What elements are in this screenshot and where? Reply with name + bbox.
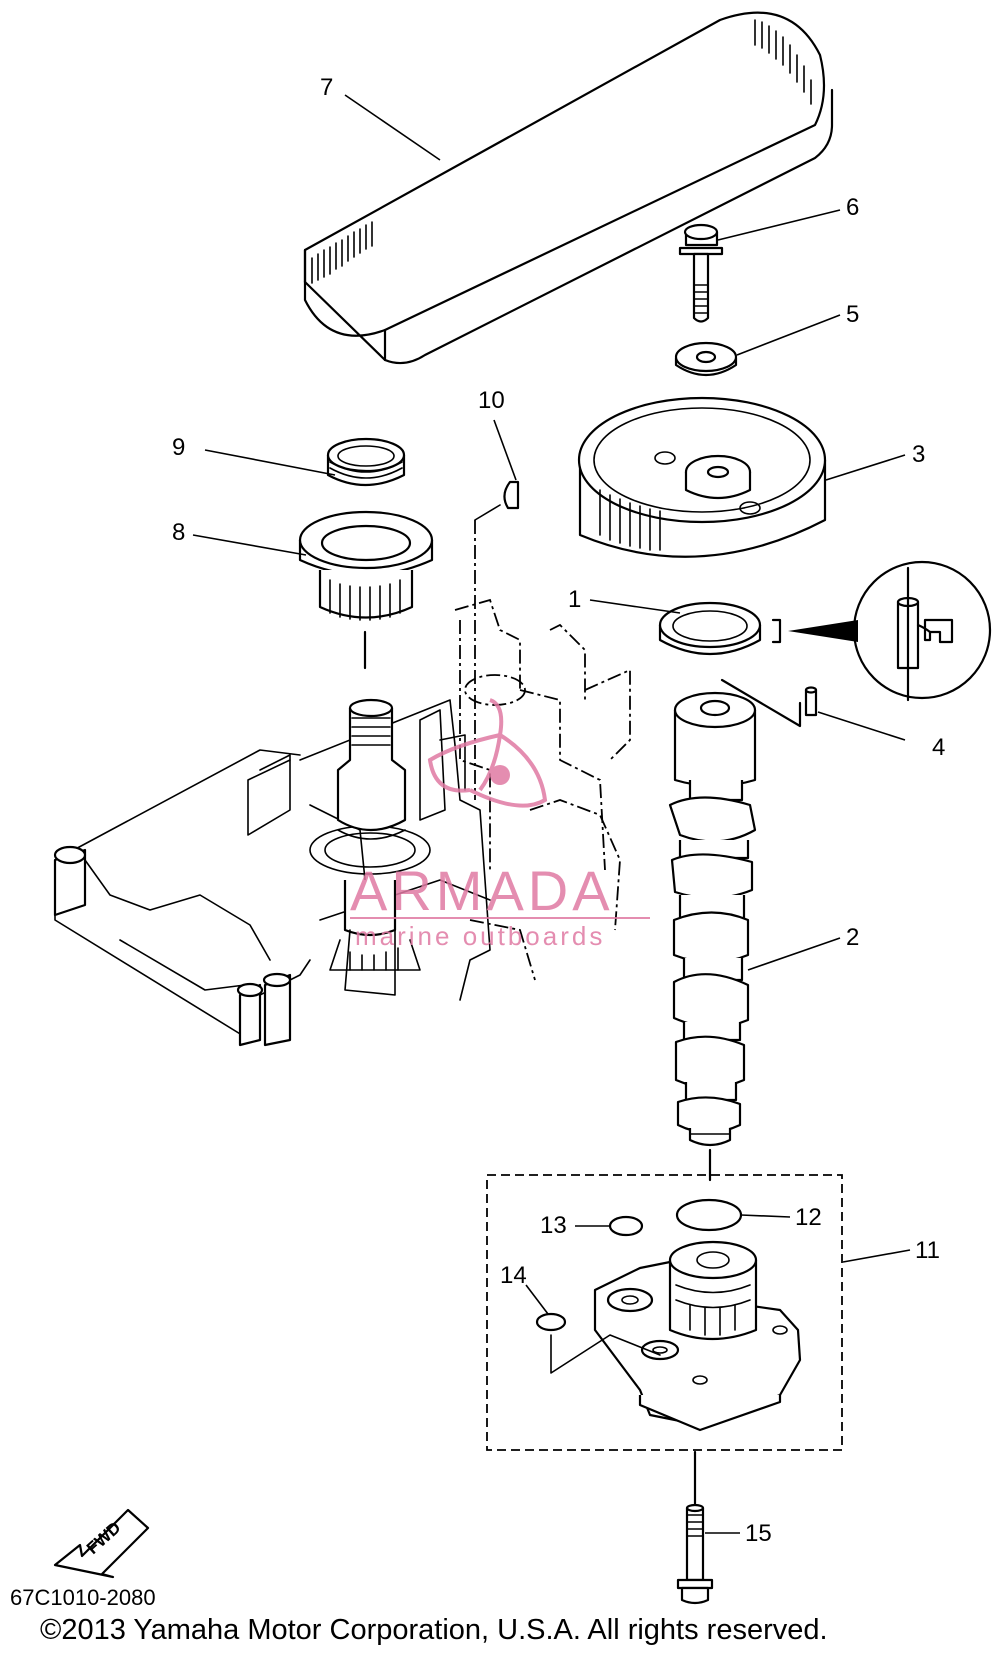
dowel-pin [804,686,818,717]
callout-13: 13 [540,1212,567,1239]
watermark-logo: ARMADA marine outboards [350,698,650,951]
oring-small-b [535,1312,567,1332]
callout-10: 10 [478,387,505,414]
oil-pump [593,1240,802,1507]
bushing [298,510,434,670]
callout-1: 1 [568,586,581,613]
callout-5: 5 [846,301,859,328]
bearing-seal [326,437,406,487]
callout-2: 2 [846,924,859,951]
callout-9: 9 [172,434,185,461]
callout-6: 6 [846,194,859,221]
woodruff-key [474,480,520,521]
watermark-brand: ARMADA [350,859,614,922]
driven-pulley [577,396,827,558]
diagram-code: 67C1010-2080 [10,1585,156,1610]
copyright-notice: ©2013 Yamaha Motor Corporation, U.S.A. A… [40,1614,828,1646]
timing-belt [303,11,834,365]
callout-15: 15 [745,1520,772,1547]
fwd-arrow-icon: FWD [53,1508,150,1579]
oring-large [675,1198,743,1232]
callout-leaders [192,94,911,1534]
callout-7: 7 [320,74,333,101]
callout-3: 3 [912,441,925,468]
oring-guide-line [550,1334,661,1374]
oring-small-a [608,1215,644,1237]
callout-12: 12 [795,1204,822,1231]
oil-pump-group-box [486,1174,843,1451]
seal-detail-inset [771,560,992,702]
crankshaft-end [336,698,407,840]
washer [674,341,738,376]
callout-8: 8 [172,519,185,546]
callout-14: 14 [500,1262,527,1289]
watermark-tagline: marine outboards [355,921,605,951]
callout-4: 4 [932,734,945,761]
flange-bolt [678,223,724,323]
oil-seal [658,601,762,655]
cylinder-block [53,520,631,1047]
callout-11: 11 [915,1237,940,1264]
pump-bolt [676,1503,714,1605]
camshaft [668,678,802,1182]
